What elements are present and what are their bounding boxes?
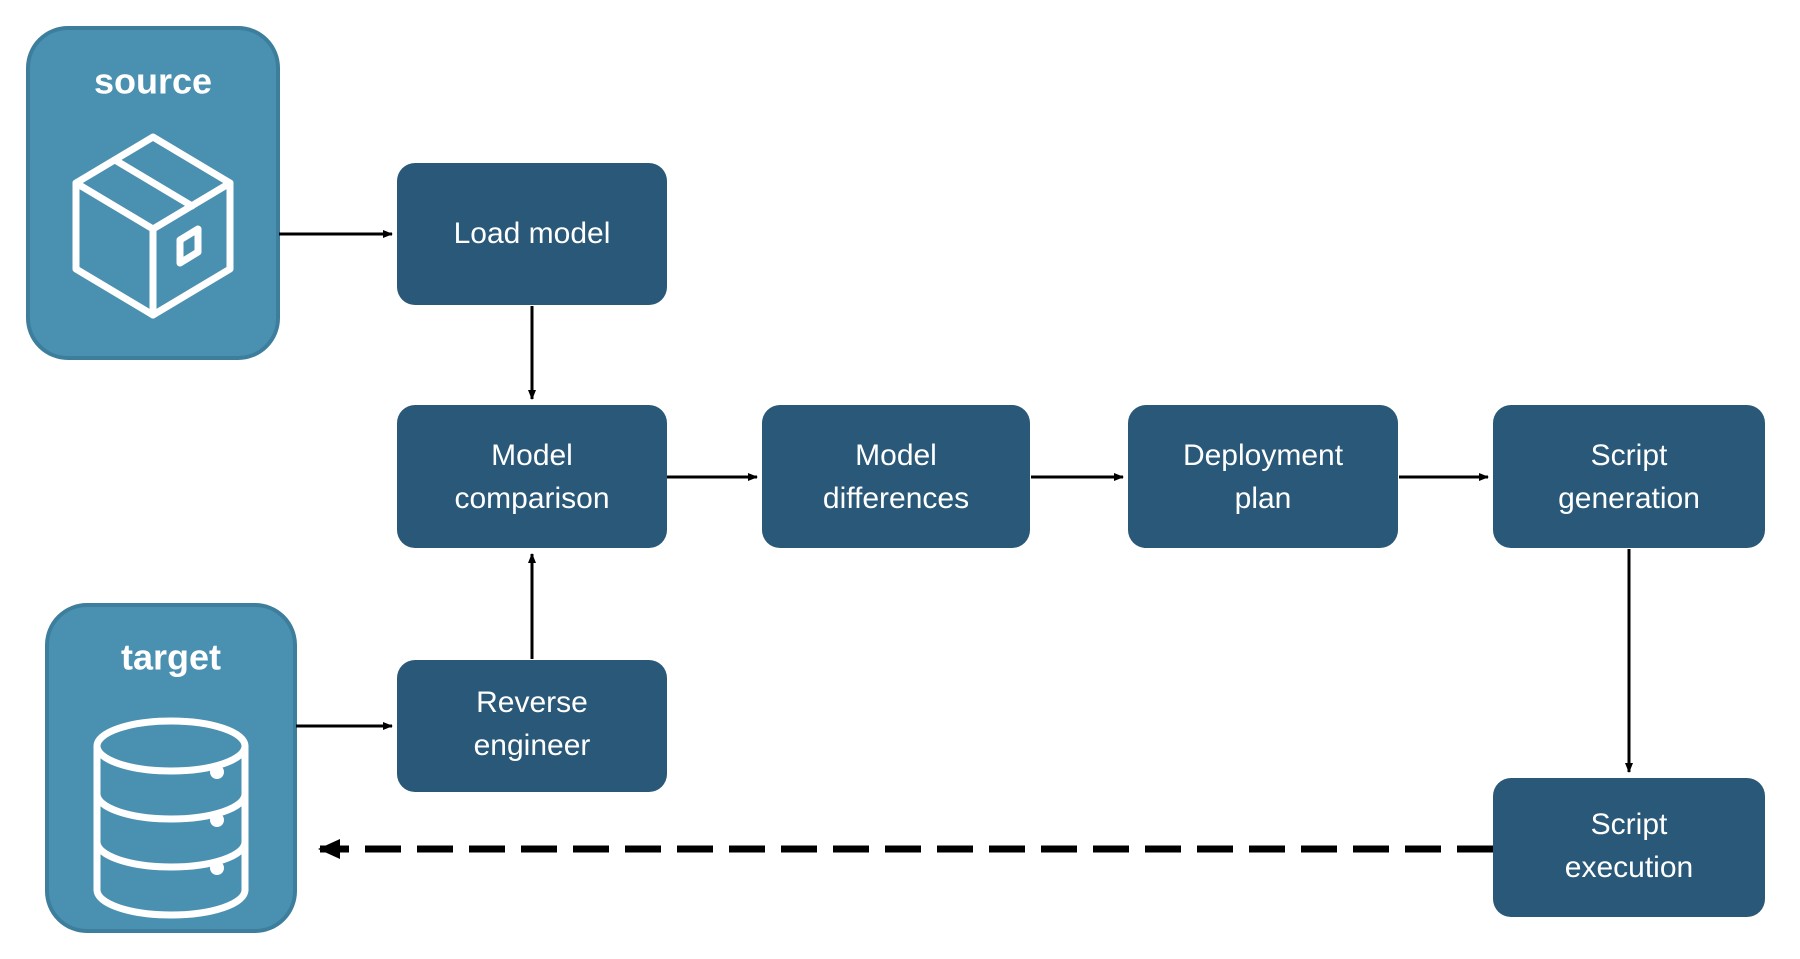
process-deployment-plan[interactable]: Deployment plan	[1128, 405, 1398, 548]
reverse-engineer-label-line1: Reverse	[476, 686, 588, 719]
model-comparison-label-line2: comparison	[454, 482, 609, 515]
endpoint-target[interactable]: target	[45, 603, 297, 933]
script-execution-label-line1: Script	[1591, 808, 1668, 841]
script-generation-label-line1: Script	[1591, 439, 1668, 472]
script-execution-label-line2: execution	[1565, 851, 1693, 884]
reverse-engineer-label-line2: engineer	[474, 729, 591, 762]
model-comparison-background	[397, 405, 667, 548]
model-differences-label-line1: Model	[855, 439, 937, 472]
script-execution-background	[1493, 778, 1765, 917]
package-box-icon	[72, 133, 234, 319]
database-cylinder-icon	[93, 717, 249, 919]
source-label: source	[94, 61, 212, 102]
model-differences-label-line2: differences	[823, 482, 969, 515]
model-comparison-label-line1: Model	[491, 439, 573, 472]
reverse-engineer-background	[397, 660, 667, 792]
process-reverse-engineer[interactable]: Reverse engineer	[397, 660, 667, 792]
deployment-plan-background	[1128, 405, 1398, 548]
deployment-plan-label-line1: Deployment	[1183, 439, 1344, 472]
script-generation-background	[1493, 405, 1765, 548]
process-script-execution[interactable]: Script execution	[1493, 778, 1765, 917]
script-generation-label-line2: generation	[1558, 482, 1700, 515]
target-label: target	[121, 637, 221, 678]
load-model-background	[397, 163, 667, 305]
deployment-plan-label-line2: plan	[1235, 482, 1292, 515]
endpoint-source[interactable]: source	[26, 26, 280, 360]
process-script-generation[interactable]: Script generation	[1493, 405, 1765, 548]
process-model-comparison[interactable]: Model comparison	[397, 405, 667, 548]
process-load-model[interactable]: Load model	[397, 163, 667, 305]
model-differences-background	[762, 405, 1030, 548]
load-model-label: Load model	[454, 217, 611, 250]
process-model-differences[interactable]: Model differences	[762, 405, 1030, 548]
